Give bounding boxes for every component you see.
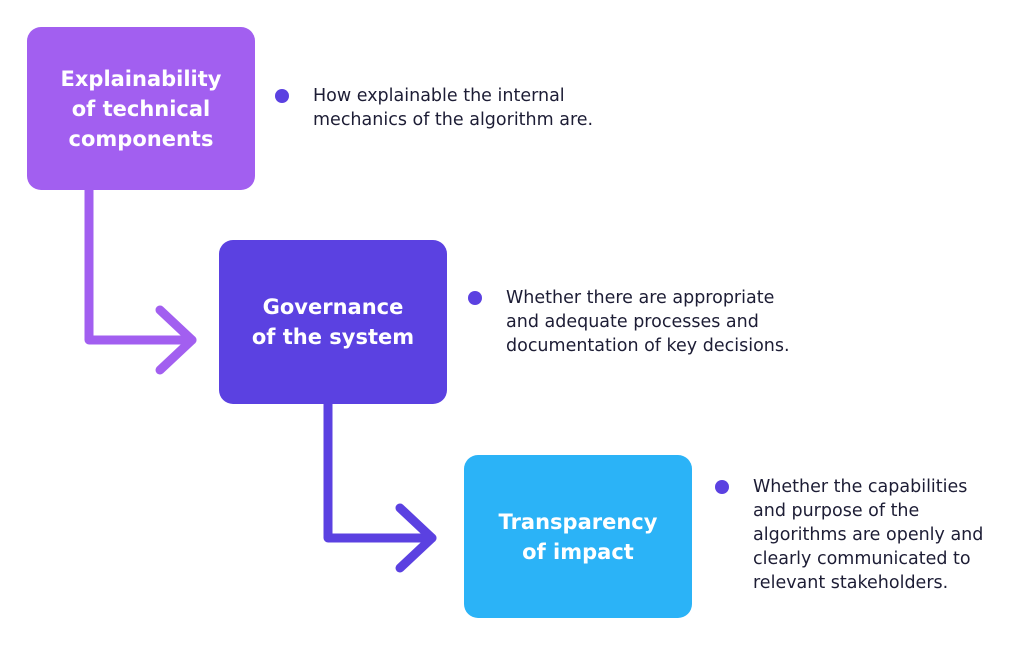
step-title-line: Transparency [498, 509, 658, 534]
bullet-dot-icon [468, 291, 482, 305]
description-text: Whether there are appropriate and adequa… [506, 288, 790, 356]
step-title-line: of technical [71, 96, 211, 121]
step-title-line: Explainability [60, 66, 222, 91]
step-title-line: Governance [262, 295, 404, 319]
step-title-line: of the system [251, 325, 415, 349]
step-description-explainability: How explainable the internal mechanics o… [275, 84, 635, 132]
arrow-1-shaft [84, 185, 197, 345]
arrow-explainability-to-governance [84, 185, 197, 375]
step-title-line: components [68, 126, 214, 151]
bullet-dot-icon [715, 480, 729, 494]
step-title-transparency: Transparency of impact [499, 507, 658, 567]
arrow-2-shaft [323, 399, 437, 543]
step-description-governance: Whether there are appropriate and adequa… [468, 286, 868, 358]
arrow-1-head [155, 305, 197, 375]
step-title-explainability: Explainability of technical components [61, 64, 222, 154]
step-box-governance: Governance of the system [219, 240, 447, 404]
step-box-transparency: Transparency of impact [464, 455, 692, 618]
arrow-governance-to-transparency [323, 399, 437, 573]
bullet-dot-icon [275, 89, 289, 103]
step-box-explainability: Explainability of technical components [27, 27, 255, 190]
description-text: How explainable the internal mechanics o… [313, 86, 594, 130]
description-text: Whether the capabilities and purpose of … [753, 477, 984, 593]
arrow-2-head [395, 503, 437, 573]
step-description-transparency: Whether the capabilities and purpose of … [715, 475, 1015, 595]
step-title-governance: Governance of the system [252, 292, 414, 352]
step-title-line: of impact [522, 539, 634, 564]
